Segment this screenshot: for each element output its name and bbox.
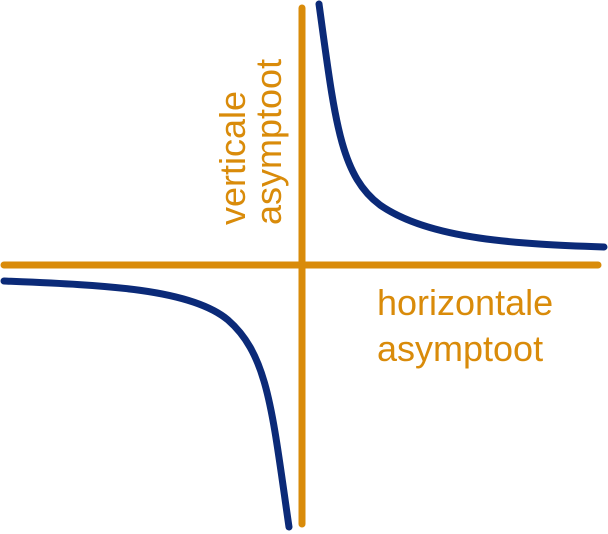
hyperbola-branch-lower-left xyxy=(0,277,293,531)
vertical-asymptote-label: verticale asymptoot xyxy=(212,59,289,225)
vertical-label-line-2: asymptoot xyxy=(248,59,289,225)
horizontal-label-line-1: horizontale xyxy=(377,282,553,323)
vertical-label-line-1: verticale xyxy=(212,91,253,225)
horizontal-label-line-2: asymptoot xyxy=(377,328,543,369)
hyperbola-branch-upper-right xyxy=(315,0,608,251)
